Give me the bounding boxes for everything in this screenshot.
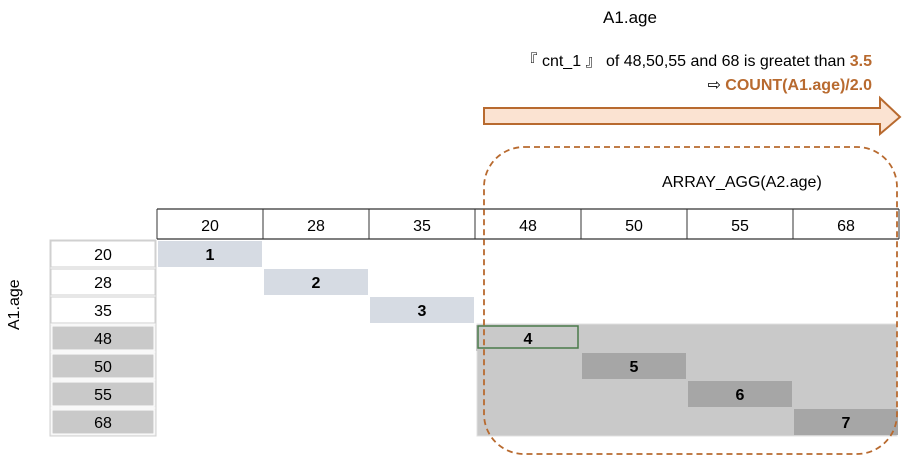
right-arrow-icon: ⇨ <box>707 77 721 94</box>
row-header-55: 55 <box>94 387 112 404</box>
row-header-68: 68 <box>94 415 112 432</box>
column-header-28: 28 <box>307 218 325 235</box>
row-header-inner-border <box>51 353 155 379</box>
diagonal-cell-3 <box>370 297 474 323</box>
formula-text: COUNT(A1.age)/2.0 <box>725 77 872 94</box>
diagonal-count-4: 4 <box>524 331 533 348</box>
diagonal-cell-4 <box>476 325 580 351</box>
row-header-cell-50 <box>50 352 156 380</box>
big-right-arrow <box>483 95 902 137</box>
row-header-cell-48 <box>50 324 156 352</box>
description-text: 『 cnt_1 』 of 48,50,55 and 68 is greatet … <box>522 47 872 71</box>
diagonal-count-6: 6 <box>736 387 745 404</box>
diagonal-cell-7 <box>794 409 898 435</box>
diagonal-count-7: 7 <box>842 415 851 432</box>
diagonal-count-2: 2 <box>312 275 321 292</box>
dashed-selection-boundary <box>483 146 898 455</box>
column-header-35: 35 <box>413 218 431 235</box>
description-prefix: 『 cnt_1 』 of 48,50,55 and 68 is greatet … <box>521 53 846 70</box>
diagonal-cell-5 <box>582 353 686 379</box>
column-header-50: 50 <box>625 218 643 235</box>
diagonal-cell-6 <box>688 381 792 407</box>
row-header-20: 20 <box>94 247 112 264</box>
row-header-frame <box>49 239 157 437</box>
row-header-28: 28 <box>94 275 112 292</box>
row-axis-label: A1.age <box>6 279 23 330</box>
column-header-55: 55 <box>731 218 749 235</box>
diagonal-count-5: 5 <box>630 359 639 376</box>
array-agg-label: ARRAY_AGG(A2.age) <box>662 174 822 191</box>
row-header-inner-border <box>51 381 155 407</box>
diagonal-count-3: 3 <box>418 303 427 320</box>
row-header-48: 48 <box>94 331 112 348</box>
title: A1.age <box>603 8 657 27</box>
column-header-20: 20 <box>201 218 219 235</box>
row-header-cell-28 <box>50 268 156 296</box>
column-header-68: 68 <box>837 218 855 235</box>
threshold-value: 3.5 <box>849 53 872 70</box>
row-header-50: 50 <box>94 359 112 376</box>
row-header-cell-35 <box>50 296 156 324</box>
row-header-cell-55 <box>50 380 156 408</box>
diagonal-cell-2 <box>264 269 368 295</box>
row-header-inner-border <box>51 409 155 435</box>
row-header-cell-68 <box>50 408 156 436</box>
row-header-cell-20 <box>50 240 156 268</box>
row-header-35: 35 <box>94 303 112 320</box>
diagonal-cell-1 <box>158 241 262 267</box>
diagonal-count-1: 1 <box>206 247 215 264</box>
selected-cell-border <box>477 325 579 349</box>
row-header-inner-border <box>51 325 155 351</box>
formula-line: ⇨ COUNT(A1.age)/2.0 <box>707 75 872 95</box>
column-header-48: 48 <box>519 218 537 235</box>
